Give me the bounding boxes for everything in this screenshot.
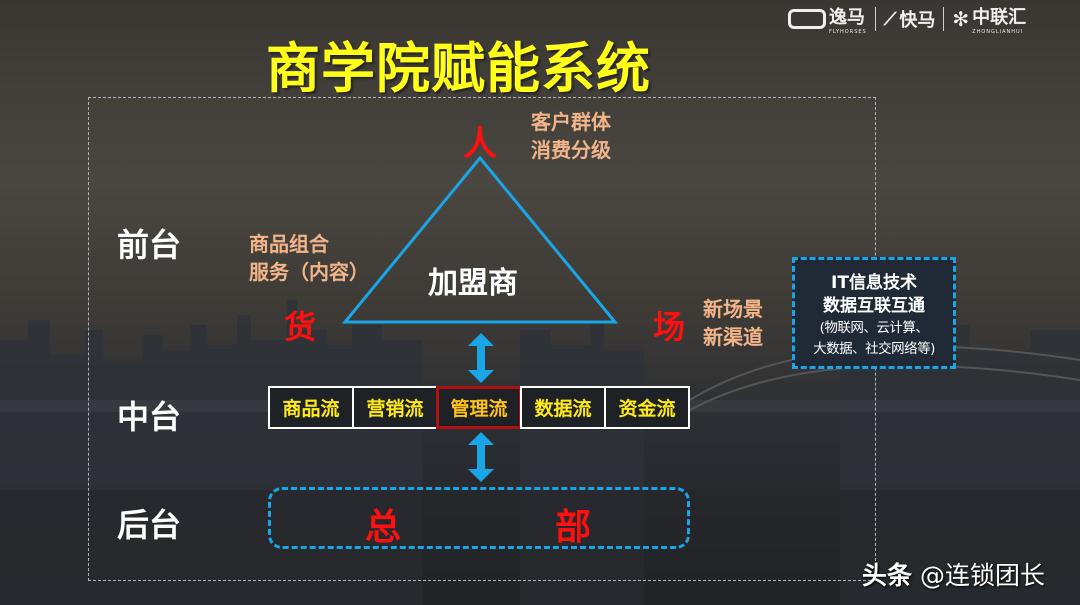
people-label: 人 xyxy=(463,124,497,164)
it-technology-box: IT信息技术 数据互联互通 (物联网、云计算、 大数据、社交网络等) xyxy=(792,257,956,369)
city-skyline-background xyxy=(0,300,1080,605)
snowflake-logo-icon: ✻ xyxy=(952,7,970,31)
franchisee-label: 加盟商 xyxy=(428,266,518,301)
page-title: 商学院赋能系统 xyxy=(266,37,651,100)
flow-goods: 商品流 xyxy=(268,386,354,429)
flow-management: 管理流 xyxy=(436,386,522,429)
double-arrow-icon xyxy=(468,333,494,383)
logo-divider xyxy=(874,7,876,31)
tier-back-label: 后台 xyxy=(117,506,182,544)
hq-char-2: 部 xyxy=(555,507,592,548)
flow-funds: 资金流 xyxy=(604,386,690,429)
goods-label: 货 xyxy=(284,308,317,346)
people-desc: 客户群体 消费分级 xyxy=(531,110,611,162)
goods-desc: 商品组合 服务（内容） xyxy=(249,232,369,284)
double-arrow-icon xyxy=(468,432,494,482)
tier-front-label: 前台 xyxy=(117,226,182,264)
venue-desc: 新场景 新渠道 xyxy=(703,297,763,349)
tier-middle-label: 中台 xyxy=(117,398,182,436)
watermark: 头条 @连锁团长 xyxy=(862,561,1045,590)
flow-data: 数据流 xyxy=(520,386,606,429)
venue-label: 场 xyxy=(653,308,686,346)
logo-kuaima: ⟋ 快马 xyxy=(883,8,936,32)
flows-row: 商品流 营销流 管理流 数据流 资金流 xyxy=(268,386,690,429)
logo-divider xyxy=(943,7,945,31)
hq-char-1: 总 xyxy=(365,507,402,548)
flow-marketing: 营销流 xyxy=(352,386,438,429)
kuaima-logo-icon: ⟋ xyxy=(883,8,897,30)
headquarters-box: 总 部 xyxy=(268,487,690,549)
triangle-shape xyxy=(341,155,619,324)
yima-logo-icon xyxy=(788,9,826,29)
